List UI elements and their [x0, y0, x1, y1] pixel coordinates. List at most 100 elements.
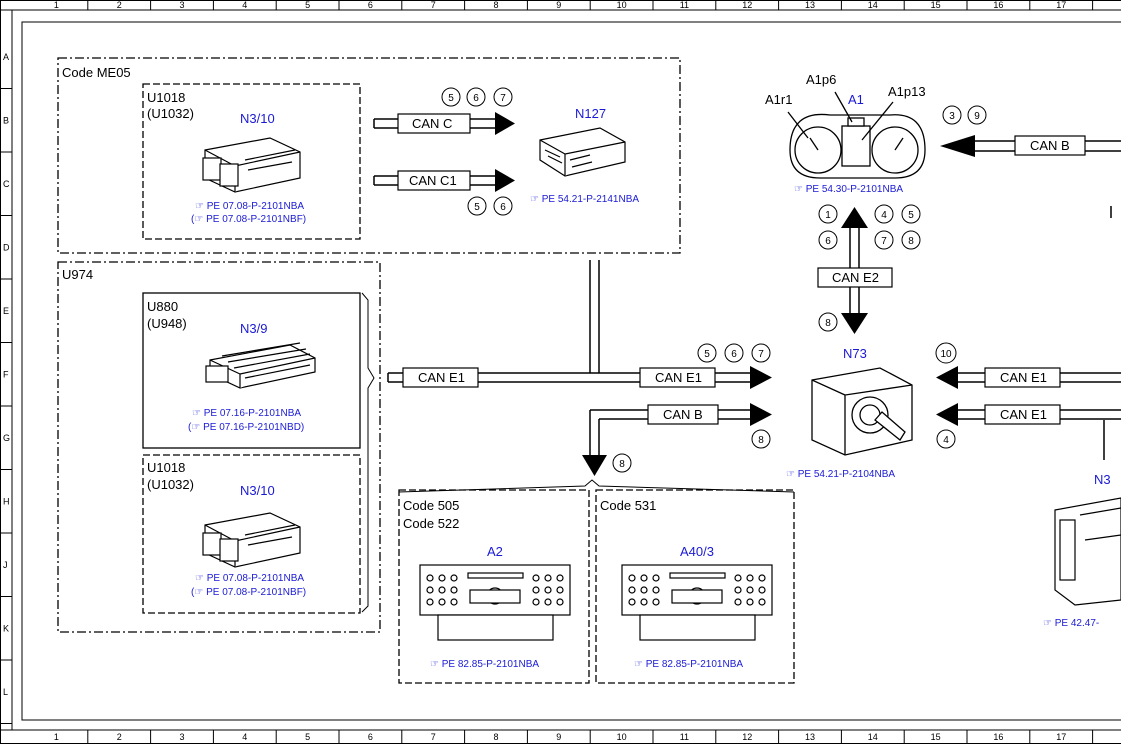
marker: 6: [825, 236, 831, 247]
group-code531-box: [595, 489, 795, 684]
bus-can-b-top: CAN B: [1030, 138, 1070, 153]
grid-row-label: D: [3, 242, 10, 252]
ignition-switch-icon: [811, 367, 913, 456]
marker: 6: [500, 202, 506, 213]
grid-col-label: 3: [179, 0, 184, 10]
grid-col-label: 9: [556, 0, 561, 10]
group-me05-label: Code ME05: [62, 65, 131, 80]
arrowheads: [495, 112, 975, 476]
group-me05-box: [57, 57, 681, 254]
a40-3-id: A40/3: [680, 544, 714, 559]
a2-ref: ☞ PE 82.85-P-2101NBA: [430, 659, 539, 670]
grid-row-label: K: [3, 623, 9, 633]
bus-can-e1-left: CAN E1: [418, 370, 465, 385]
grid-col-label: 1: [54, 732, 59, 742]
n3-10-top-id: N3/10: [240, 111, 275, 126]
grid-row-label: L: [3, 687, 8, 697]
bus-can-e1-right1: CAN E1: [1000, 370, 1047, 385]
grid-col-label: 4: [242, 0, 247, 10]
marker: 9: [974, 111, 980, 122]
n3-9-ref2: (☞ PE 07.16-P-2101NBD): [188, 422, 304, 433]
grid-col-label: 17: [1056, 732, 1066, 742]
grid-col-label: 9: [556, 732, 561, 742]
bus-can-b-mid: CAN B: [663, 407, 703, 422]
grid-col-label: 5: [305, 732, 310, 742]
code531-label: Code 531: [600, 498, 656, 513]
marker: 6: [473, 93, 479, 104]
a40-3-ref: ☞ PE 82.85-P-2101NBA: [634, 659, 743, 670]
grid-col-label: 13: [805, 732, 815, 742]
n3-partial-ref: ☞ PE 42.47-: [1043, 618, 1099, 629]
n3-10-bottom-code2: (U1032): [147, 477, 194, 492]
grid-col-label: 14: [868, 0, 878, 10]
marker: 4: [881, 210, 887, 221]
marker: 5: [448, 93, 454, 104]
n3-9-code2: (U948): [147, 316, 187, 331]
ecu-n3-10-bottom-icon: [202, 512, 301, 568]
n3-10-bottom-ref2: (☞ PE 07.08-P-2101NBF): [191, 587, 306, 598]
bus-label-boxes: [397, 113, 1086, 425]
ecu-n3-10-top-icon: [202, 137, 301, 193]
n73-id: N73: [843, 346, 867, 361]
marker: 7: [500, 93, 506, 104]
n127-ref: ☞ PE 54.21-P-2141NBA: [530, 194, 639, 205]
marker: 7: [758, 349, 764, 360]
grid-col-label: 7: [431, 0, 436, 10]
marker: 7: [881, 236, 887, 247]
group-code505-box: [398, 489, 590, 684]
group-u974-label: U974: [62, 267, 93, 282]
marker: 5: [704, 349, 710, 360]
grid-col-label: 2: [117, 0, 122, 10]
radio-group-brace: [398, 479, 795, 493]
a1-ref: ☞ PE 54.30-P-2101NBA: [794, 184, 903, 195]
n3-10-top-ref1: ☞ PE 07.08-P-2101NBA: [195, 201, 304, 212]
grid-row-label: H: [3, 496, 10, 506]
marker: 8: [825, 318, 831, 329]
bus-can-e2: CAN E2: [832, 270, 879, 285]
grid-col-label: 12: [742, 732, 752, 742]
n3-9-ref1: ☞ PE 07.16-P-2101NBA: [192, 408, 301, 419]
n3-10-bottom-ref1: ☞ PE 07.08-P-2101NBA: [195, 573, 304, 584]
grid-col-label: 10: [617, 732, 627, 742]
grid-col-label: 13: [805, 0, 815, 10]
group-u974-box: [57, 261, 381, 633]
n3-9-code1: U880: [147, 299, 178, 314]
grid-col-label: 14: [868, 732, 878, 742]
grid-col-label: 8: [493, 732, 498, 742]
a1-p1-label: A1r1: [765, 92, 792, 107]
n127-id: N127: [575, 106, 606, 121]
a1-id: A1: [848, 92, 864, 107]
n73-ref: ☞ PE 54.21-P-2104NBA: [786, 469, 895, 480]
bus-can-c: CAN C: [412, 116, 452, 131]
marker: 8: [758, 435, 764, 446]
grid-row-label: B: [3, 115, 9, 125]
grid-col-label: 6: [368, 732, 373, 742]
code522-label: Code 522: [403, 516, 459, 531]
grid-col-label: 4: [242, 732, 247, 742]
marker: 3: [949, 111, 955, 122]
radio-a40-3-icon: [621, 564, 773, 641]
grid-col-label: 8: [493, 0, 498, 10]
grid-col-label: 17: [1056, 0, 1066, 10]
marker: 8: [908, 236, 914, 247]
marker: 5: [474, 202, 480, 213]
n3-partial-module-icon: [1054, 497, 1121, 606]
grid-col-label: 7: [431, 732, 436, 742]
bus-can-c1: CAN C1: [409, 173, 457, 188]
grid-col-label: 15: [931, 0, 941, 10]
n3-10-top-code1: U1018: [147, 90, 185, 105]
n3-partial-id: N3: [1094, 472, 1111, 487]
n3-9-id: N3/9: [240, 321, 267, 336]
a1-p3-label: A1p13: [888, 84, 926, 99]
n3-10-bottom-id: N3/10: [240, 483, 275, 498]
marker: 6: [731, 349, 737, 360]
marker: 4: [943, 435, 949, 446]
code505-label: Code 505: [403, 498, 459, 513]
grid-row-label: G: [3, 433, 10, 443]
bus-can-e1-mid: CAN E1: [655, 370, 702, 385]
grid-col-label: 10: [617, 0, 627, 10]
